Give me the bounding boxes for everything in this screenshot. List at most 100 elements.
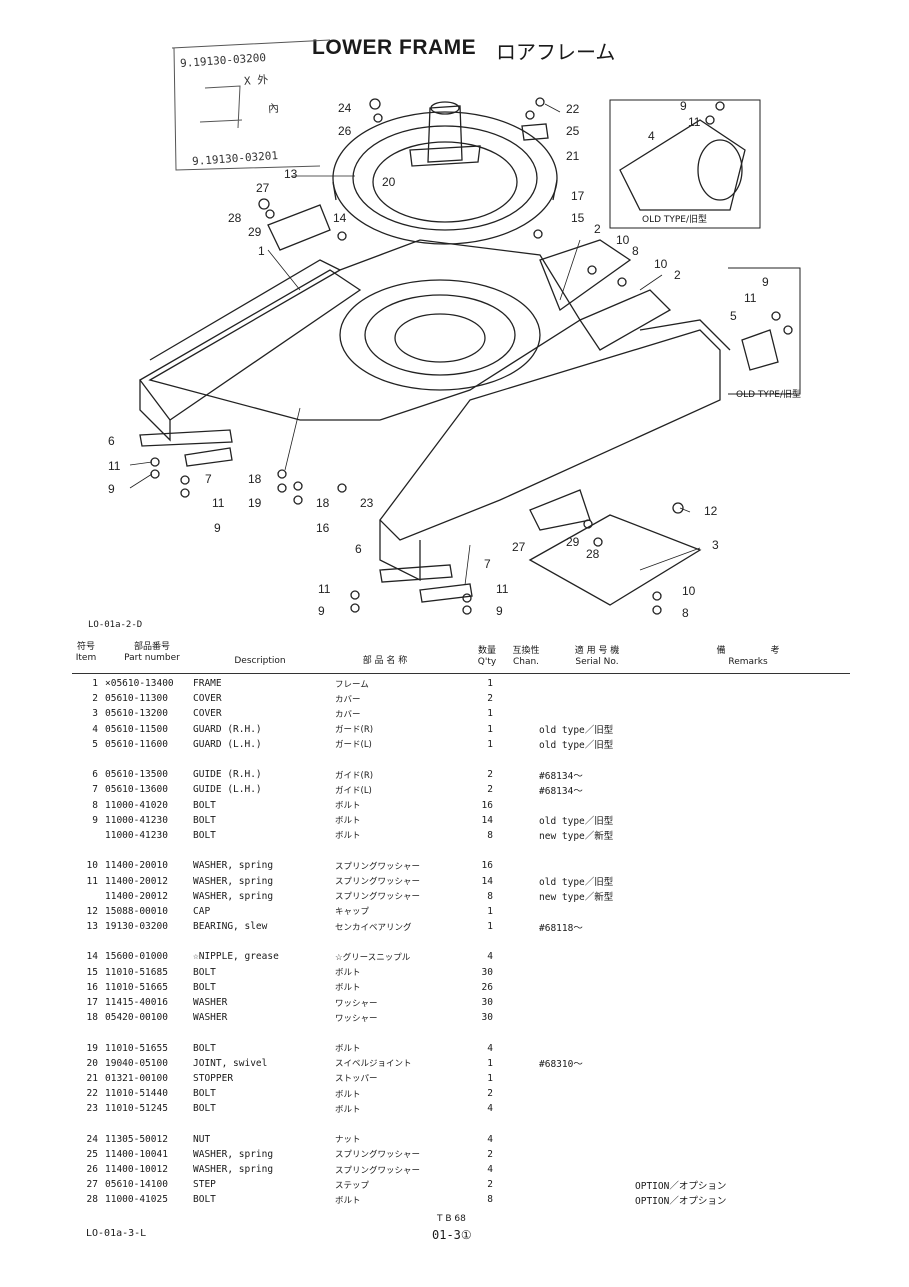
cell-jp: ワッシャー: [335, 1013, 378, 1024]
svg-text:9: 9: [496, 604, 503, 618]
cell-chan: [493, 706, 539, 721]
cell-serial: [539, 1192, 635, 1207]
cell-item: 15: [86, 966, 98, 978]
cell-jp: ガイド(R): [335, 770, 374, 781]
cell-qty: 26: [481, 981, 493, 993]
cell-remarks: [635, 889, 755, 904]
svg-text:11: 11: [108, 459, 121, 473]
svg-text:9: 9: [680, 99, 687, 113]
svg-text:14: 14: [333, 211, 347, 225]
cell-remarks: [635, 1101, 755, 1116]
cell-item: [70, 828, 105, 843]
svg-text:21: 21: [566, 149, 580, 163]
cell-serial: old type／旧型: [539, 725, 614, 737]
cell-part: 11010-51665: [105, 981, 168, 993]
cell-jp: ガード(R): [335, 725, 374, 736]
cell-desc: GUIDE (L.H.): [193, 784, 262, 796]
svg-text:3: 3: [712, 538, 719, 552]
cell-chan: [493, 873, 539, 888]
cell-remarks: [635, 1010, 755, 1025]
cell-chan: [493, 1192, 539, 1207]
svg-text:12: 12: [704, 504, 718, 518]
cell-desc: WASHER: [193, 1012, 228, 1024]
cell-jp: スプリングワッシャー: [335, 1165, 421, 1176]
cell-item: 11: [86, 875, 98, 887]
cell-part: 05420-00100: [105, 1012, 168, 1024]
cell-part: 05610-11600: [105, 738, 168, 750]
cell-chan: [493, 782, 539, 797]
cell-jp: ボルト: [335, 1195, 361, 1206]
svg-text:25: 25: [566, 124, 580, 138]
table-spacer: [70, 934, 755, 949]
cell-part: 15088-00010: [105, 905, 168, 917]
cell-part: 11400-10041: [105, 1148, 168, 1160]
cell-qty: 8: [487, 1194, 493, 1206]
cell-desc: BOLT: [193, 829, 216, 841]
cell-jp: ボルト: [335, 983, 361, 994]
cell-qty: 2: [487, 1088, 493, 1100]
cell-qty: 1: [487, 723, 493, 735]
cell-part: 11010-51685: [105, 966, 168, 978]
cell-chan: [493, 813, 539, 828]
cell-qty: 1: [487, 1072, 493, 1084]
cell-jp: ガード(L): [335, 740, 372, 751]
svg-text:28: 28: [586, 547, 600, 561]
cell-part: 11010-51655: [105, 1042, 168, 1054]
cell-desc: BOLT: [193, 1042, 216, 1054]
cell-chan: [493, 1071, 539, 1086]
svg-text:9: 9: [214, 521, 221, 535]
cell-desc: CAP: [193, 905, 211, 917]
cell-desc: STEP: [193, 1179, 216, 1191]
cell-serial: [539, 1162, 635, 1177]
svg-text:24: 24: [338, 101, 352, 115]
cell-qty: 1: [487, 678, 493, 690]
cell-part: 11010-51245: [105, 1103, 168, 1115]
cell-desc: NUT: [193, 1133, 211, 1145]
cell-serial: [539, 1071, 635, 1086]
cell-desc: WASHER, spring: [193, 1148, 274, 1160]
svg-text:15: 15: [571, 211, 585, 225]
cell-jp: ガイド(L): [335, 785, 372, 796]
page-title-jp: ロアフレーム: [496, 40, 616, 64]
cell-chan: [493, 904, 539, 919]
cell-remarks: [635, 1041, 755, 1056]
cell-jp: フレーム: [335, 679, 369, 690]
cell-part: 15600-01000: [105, 951, 168, 963]
cell-chan: [493, 722, 539, 737]
cell-remarks: [635, 813, 755, 828]
cell-remarks: [635, 873, 755, 888]
cell-qty: 1: [487, 905, 493, 917]
cell-qty: 4: [487, 1133, 493, 1145]
cell-part: ×05610-13400: [105, 678, 174, 690]
cell-remarks: [635, 1162, 755, 1177]
cell-serial: new type／新型: [539, 892, 614, 904]
cell-part: 01321-00100: [105, 1072, 168, 1084]
cell-item: 24: [86, 1133, 98, 1145]
cell-desc: WASHER, spring: [193, 1164, 274, 1176]
cell-desc: WASHER: [193, 997, 228, 1009]
cell-serial: new type／新型: [539, 831, 614, 843]
cell-part: 11000-41230: [105, 829, 168, 841]
cell-remarks: [635, 1086, 755, 1101]
cell-item: 9: [92, 814, 98, 826]
cell-desc: COVER: [193, 708, 222, 720]
cell-remarks: [635, 980, 755, 995]
footer-tb: T B 68: [437, 1214, 466, 1224]
cell-chan: [493, 1086, 539, 1101]
cell-qty: 16: [481, 799, 493, 811]
cell-jp: スイベルジョイント: [335, 1059, 412, 1070]
cell-qty: 8: [487, 829, 493, 841]
cell-jp: カバー: [335, 694, 361, 705]
cell-qty: 2: [487, 1179, 493, 1191]
svg-text:2: 2: [594, 222, 601, 236]
